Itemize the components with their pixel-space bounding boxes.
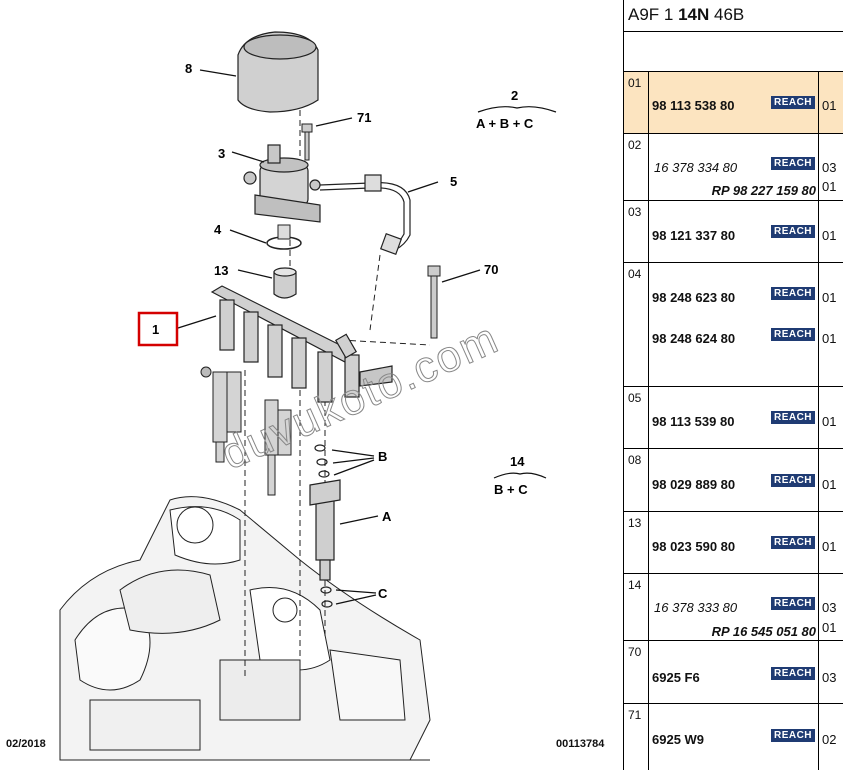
injectors-left [200, 366, 292, 496]
row-position: 08 [628, 453, 642, 467]
group-2-brace [477, 106, 557, 113]
reach-badge: REACH [771, 411, 815, 424]
callout-13: 13 [214, 263, 228, 278]
replacement-quantity: 01 [822, 620, 837, 635]
reach-badge: REACH [771, 597, 815, 610]
reach-badge: REACH [771, 287, 815, 300]
part-number: 98 248 623 80 [652, 290, 736, 305]
reach-badge: REACH [771, 667, 815, 680]
row-position: 14 [628, 578, 642, 592]
part-number: 6925 W9 [652, 732, 705, 747]
group-14-formula: B + C [494, 482, 528, 497]
drawing-number: 00113784 [556, 738, 605, 750]
reach-badge: REACH [771, 157, 815, 170]
row-position: 04 [628, 267, 642, 281]
group-2-number: 2 [511, 88, 518, 103]
part-number: 98 121 337 80 [652, 228, 736, 243]
parts-row-70[interactable]: 70 6925 F6 REACH 03 [624, 641, 843, 704]
part-70-bolt [427, 265, 441, 339]
group-2-formula: A + B + C [476, 116, 534, 131]
quantity: 02 [822, 732, 837, 747]
panel-blank-row [624, 32, 843, 72]
parts-row-14[interactable]: 14 16 378 333 80 REACH 03 RP 16 545 051 … [624, 574, 843, 641]
callout-1[interactable]: 1 [152, 322, 159, 337]
parts-row-04[interactable]: 04 98 248 623 80 REACH 01 98 248 624 80 … [624, 263, 843, 387]
part-number: 98 248 624 80 [652, 331, 736, 346]
quantity: 01 [822, 331, 837, 346]
replacement-quantity: 01 [822, 179, 837, 194]
reach-badge: REACH [771, 474, 815, 487]
row-position: 70 [628, 645, 642, 659]
part-13-cup [273, 267, 297, 299]
row-position: 13 [628, 516, 642, 530]
quantity: 01 [822, 228, 837, 243]
callout-5: 5 [450, 174, 457, 189]
reach-badge: REACH [771, 536, 815, 549]
header-code-a: A9F 1 [628, 5, 679, 24]
replacement-part-number: RP 98 227 159 80 [711, 183, 816, 198]
quantity: 01 [822, 414, 837, 429]
part-number: 98 023 590 80 [652, 539, 736, 554]
part-number: 6925 F6 [652, 670, 700, 685]
parts-row-01[interactable]: 01 98 113 538 80 REACH 01 [624, 72, 843, 134]
part-3-pump [243, 144, 321, 223]
part-71-bolt [301, 123, 313, 161]
exploded-parts-diagram: 8 71 3 5 4 13 70 1 B A C 2 A + B + C 14 … [59, 31, 557, 761]
reach-badge: REACH [771, 729, 815, 742]
parts-row-03[interactable]: 03 98 121 337 80 REACH 01 [624, 201, 843, 263]
quantity: 01 [822, 290, 837, 305]
part-number: 16 378 334 80 [654, 160, 738, 175]
part-1-fuel-rail [210, 285, 393, 403]
header-code-b: 14N [678, 5, 710, 24]
quantity: 03 [822, 670, 837, 685]
quantity: 03 [822, 160, 837, 175]
row-position: 71 [628, 708, 642, 722]
part-number: 98 113 539 80 [652, 414, 735, 429]
replacement-part-number: RP 16 545 051 80 [711, 624, 816, 639]
part-number: 98 113 538 80 [652, 98, 735, 113]
reach-badge: REACH [771, 328, 815, 341]
row-position: 03 [628, 205, 642, 219]
panel-header: A9F 1 14N 46B [624, 0, 843, 32]
parts-list-panel: A9F 1 14N 46B 01 98 113 538 80 REACH 01 … [623, 0, 843, 770]
row-position: 05 [628, 391, 642, 405]
injector-a [309, 479, 341, 581]
part-number: 98 029 889 80 [652, 477, 736, 492]
group-14-number: 14 [510, 454, 525, 469]
callout-3: 3 [218, 146, 225, 161]
callout-b: B [378, 449, 387, 464]
quantity: 01 [822, 539, 837, 554]
parts-row-05[interactable]: 05 98 113 539 80 REACH 01 [624, 387, 843, 449]
seal-rings-c [320, 586, 333, 608]
seal-rings-b [314, 444, 330, 478]
part-number: 16 378 333 80 [654, 600, 738, 615]
quantity: 01 [822, 98, 837, 113]
callout-4: 4 [214, 222, 222, 237]
callout-71: 71 [357, 110, 371, 125]
group-14-brace [493, 472, 547, 479]
diagram-date: 02/2018 [6, 738, 46, 750]
parts-row-71[interactable]: 71 6925 W9 REACH 02 [624, 704, 843, 770]
callout-70: 70 [484, 262, 498, 277]
row-position: 01 [628, 76, 642, 90]
row-position: 02 [628, 138, 642, 152]
callout-8: 8 [185, 61, 192, 76]
part-5-pipe [319, 174, 411, 256]
engine-block-drawing [59, 496, 431, 761]
callout-1-highlight-box[interactable] [137, 311, 179, 347]
parts-row-02[interactable]: 02 16 378 334 80 REACH 03 RP 98 227 159 … [624, 134, 843, 201]
quantity: 03 [822, 600, 837, 615]
callout-c: C [378, 586, 388, 601]
reach-badge: REACH [771, 96, 815, 109]
parts-row-08[interactable]: 08 98 029 889 80 REACH 01 [624, 449, 843, 512]
header-code-c: 46B [709, 5, 745, 24]
quantity: 01 [822, 477, 837, 492]
callout-a: A [382, 509, 392, 524]
reach-badge: REACH [771, 225, 815, 238]
parts-row-13[interactable]: 13 98 023 590 80 REACH 01 [624, 512, 843, 574]
part-8-cover [237, 31, 319, 113]
leader-lines [177, 69, 481, 605]
